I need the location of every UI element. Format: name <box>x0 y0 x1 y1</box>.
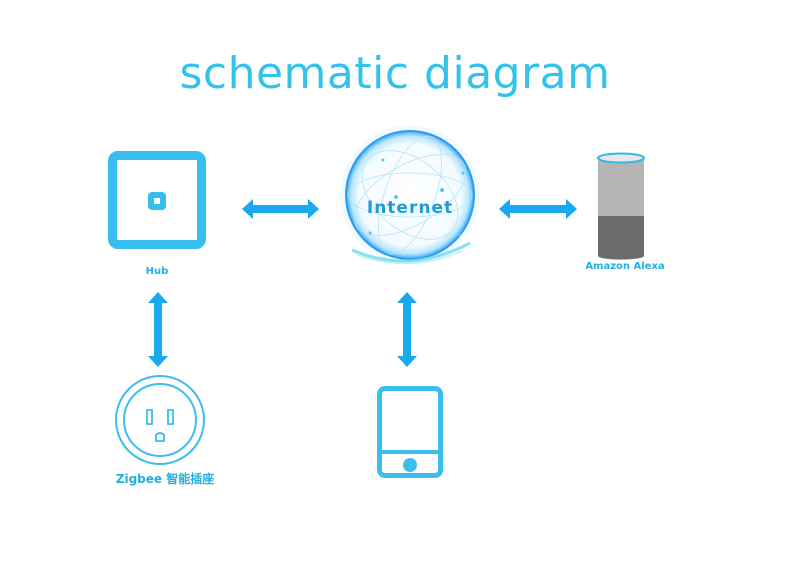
internet-label: Internet <box>366 198 454 218</box>
globe-icon <box>340 125 480 265</box>
smart-plug-icon <box>115 375 205 465</box>
alexa-label: Amazon Alexa <box>585 261 665 272</box>
arrow-internet-tablet <box>397 292 417 367</box>
hub-indicator-center <box>154 198 160 204</box>
arrow-hub-plug <box>148 292 168 367</box>
diagram-title: schematic diagram <box>179 48 611 99</box>
tablet-home-button <box>403 458 417 472</box>
arrow-internet-alexa <box>499 199 577 219</box>
smart-speaker-icon <box>597 152 645 260</box>
tablet-home-bar <box>382 450 438 454</box>
tablet-icon <box>377 386 443 478</box>
plug-label: Zigbee 智能插座 <box>115 472 215 486</box>
hub-label: Hub <box>145 266 169 277</box>
arrow-hub-internet <box>242 199 319 219</box>
